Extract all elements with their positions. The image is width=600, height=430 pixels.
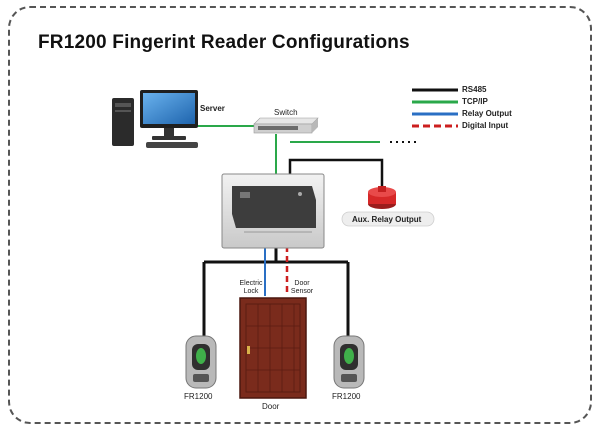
electric-lock-label: Electric Lock bbox=[239, 280, 263, 295]
aux-relay-pill bbox=[341, 211, 435, 227]
legend-label: Relay Output bbox=[462, 109, 512, 118]
aux-relay-label: Aux. Relay Output bbox=[352, 215, 422, 224]
switch-icon bbox=[253, 117, 319, 134]
door-icon bbox=[239, 297, 307, 399]
legend-label: Digital Input bbox=[462, 121, 509, 130]
relay-line-aux bbox=[288, 158, 384, 190]
switch-label: Switch bbox=[274, 108, 298, 117]
legend-item-relay: Relay Output bbox=[410, 109, 560, 121]
door-sensor-label: Door Sensor bbox=[290, 280, 314, 295]
legend-label: RS485 bbox=[462, 85, 487, 94]
siren-icon bbox=[368, 186, 396, 209]
legend-item-rs485: RS485 bbox=[410, 85, 560, 97]
legend-label: TCP/IP bbox=[462, 97, 488, 106]
controller-icon bbox=[221, 173, 325, 249]
computer-icon bbox=[112, 90, 198, 148]
server-label: Server bbox=[200, 104, 225, 113]
fingerprint-reader-icon bbox=[333, 335, 365, 389]
legend-item-tcpip: TCP/IP bbox=[410, 97, 560, 109]
reader-left-label: FR1200 bbox=[184, 392, 213, 401]
fingerprint-reader-icon bbox=[185, 335, 217, 389]
legend-item-digital: Digital Input bbox=[410, 121, 560, 133]
diagram-title: FR1200 Fingerint Reader Configurations bbox=[38, 32, 410, 53]
dashed-frame bbox=[8, 6, 592, 424]
door-label: Door bbox=[262, 402, 280, 411]
reader-right-label: FR1200 bbox=[332, 392, 361, 401]
